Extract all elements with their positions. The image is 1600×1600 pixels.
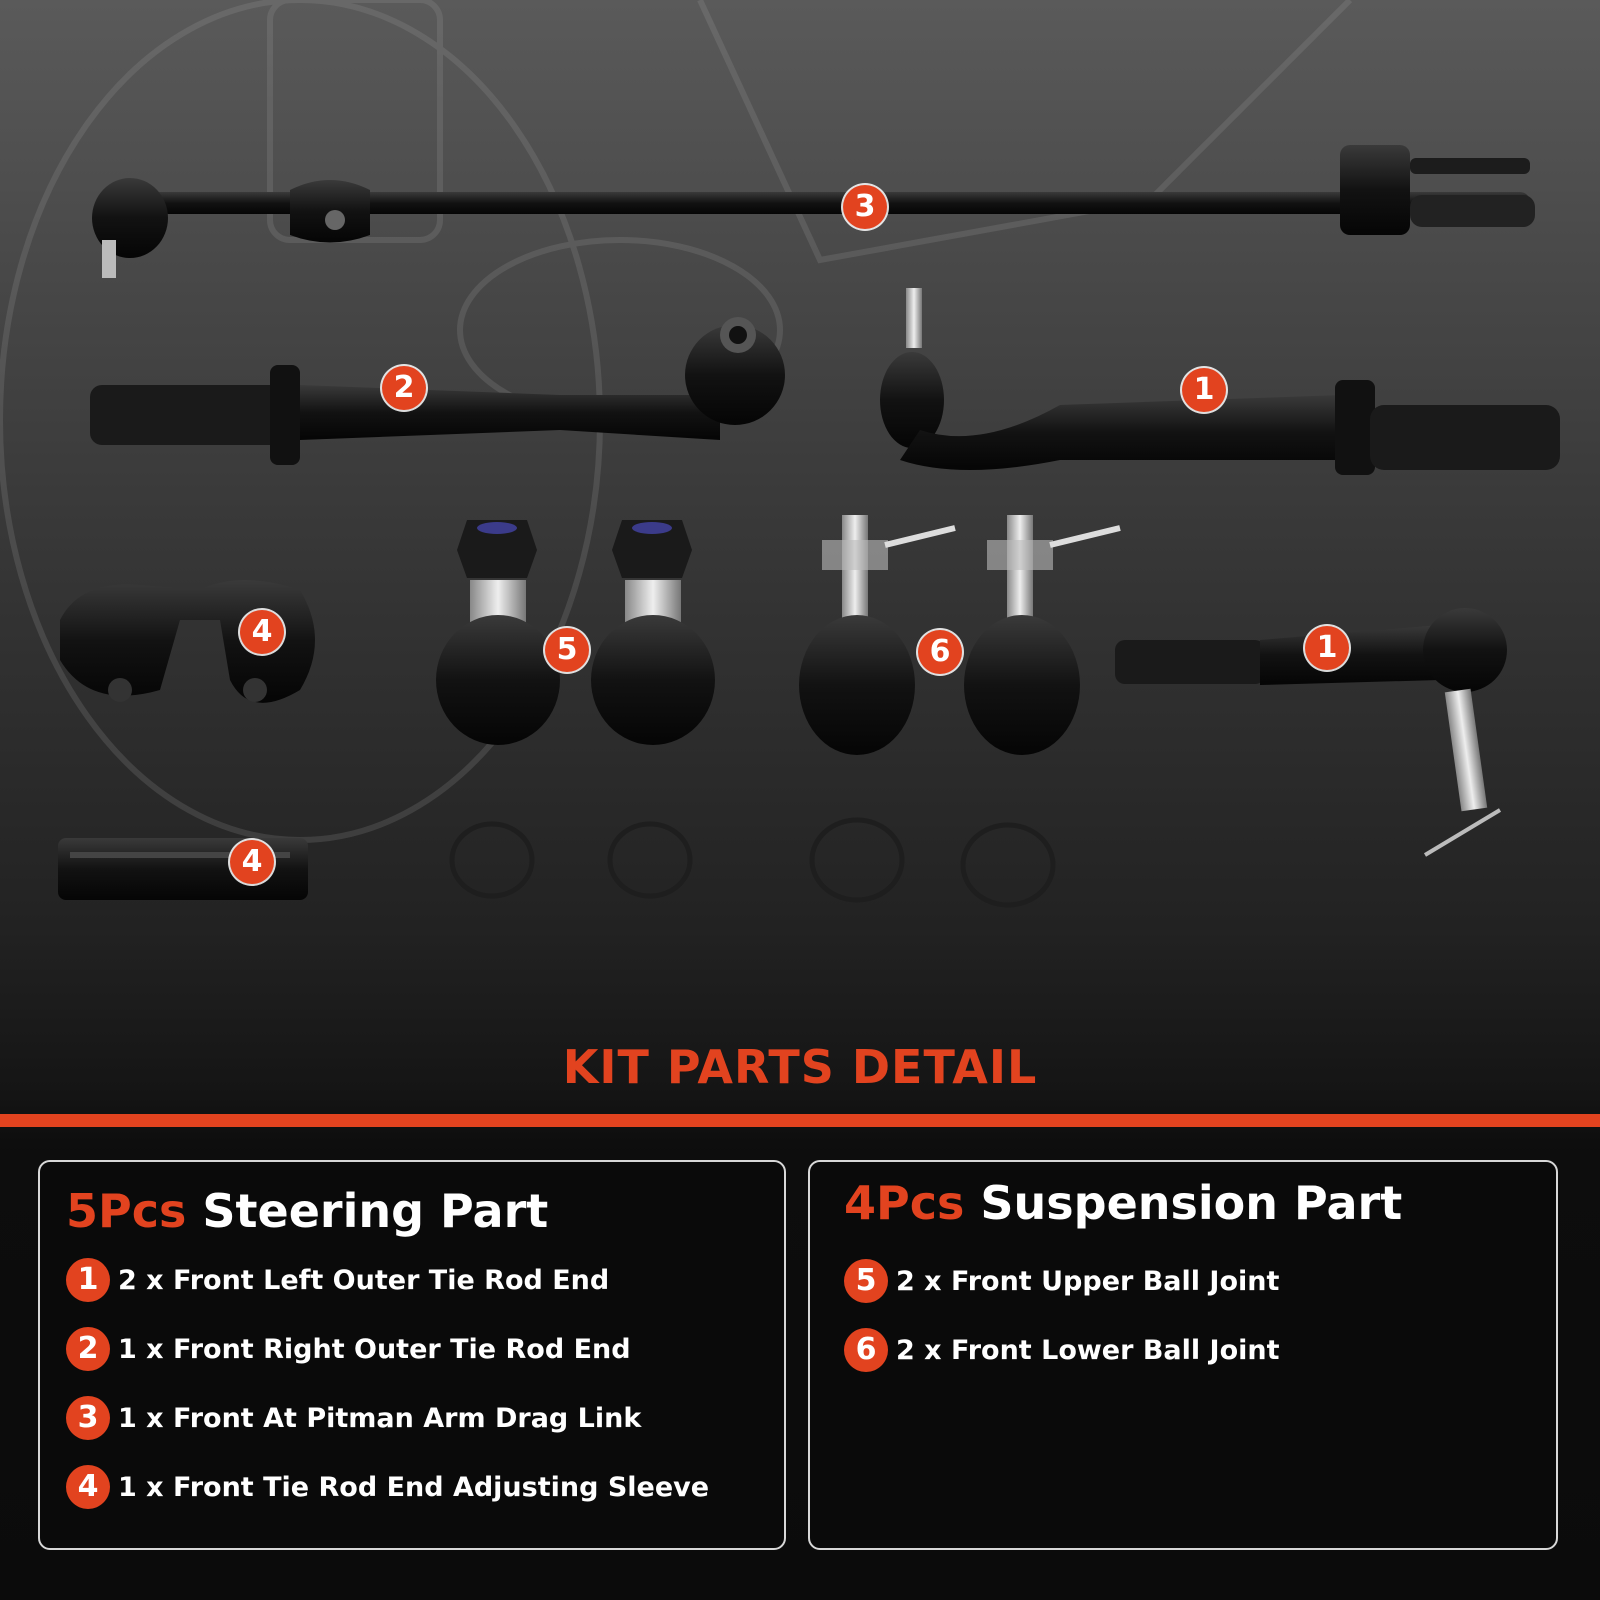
right-tie-rod-end-part xyxy=(90,317,785,465)
item-number-badge: 6 xyxy=(844,1328,888,1372)
lower-ball-joints-part xyxy=(799,515,1121,755)
item-label: 1 x Front Right Outer Tie Rod End xyxy=(118,1333,631,1365)
list-item: 4 1 x Front Tie Rod End Adjusting Sleeve xyxy=(66,1465,709,1509)
marker-sleeve-clamp: 4 xyxy=(240,610,284,654)
divider-bar xyxy=(0,1114,1600,1127)
item-label: 1 x Front Tie Rod End Adjusting Sleeve xyxy=(118,1471,710,1503)
item-number-badge: 5 xyxy=(844,1259,888,1303)
left-tie-rod-end-part xyxy=(880,288,1560,475)
steering-panel-heading: 5Pcs Steering Part xyxy=(66,1184,548,1238)
list-item: 5 2 x Front Upper Ball Joint xyxy=(844,1259,1279,1303)
snap-rings-part xyxy=(449,817,1056,908)
marker-drag-link: 3 xyxy=(843,185,887,229)
item-number-badge: 3 xyxy=(66,1396,110,1440)
suspension-part-panel: 4Pcs Suspension Part 5 2 x Front Upper B… xyxy=(808,1160,1558,1550)
steering-part-panel: 5Pcs Steering Part 1 2 x Front Left Oute… xyxy=(38,1160,786,1550)
marker-upper-ball-joint: 5 xyxy=(545,628,589,672)
item-number-badge: 1 xyxy=(66,1258,110,1302)
item-label: 1 x Front At Pitman Arm Drag Link xyxy=(118,1402,642,1434)
steering-title: Steering Part xyxy=(202,1184,549,1238)
suspension-count: 4Pcs xyxy=(844,1176,965,1230)
item-number-badge: 4 xyxy=(66,1465,110,1509)
list-item: 2 1 x Front Right Outer Tie Rod End xyxy=(66,1327,631,1371)
item-label: 2 x Front Left Outer Tie Rod End xyxy=(118,1264,610,1296)
kit-parts-detail-heading: KIT PARTS DETAIL xyxy=(562,1040,1038,1094)
list-item: 1 2 x Front Left Outer Tie Rod End xyxy=(66,1258,609,1302)
list-item: 6 2 x Front Lower Ball Joint xyxy=(844,1328,1280,1372)
parts-photo xyxy=(0,0,1560,908)
item-number-badge: 2 xyxy=(66,1327,110,1371)
marker-left-tie-rod-lower: 1 xyxy=(1305,626,1349,670)
item-label: 2 x Front Upper Ball Joint xyxy=(896,1265,1280,1297)
list-item: 3 1 x Front At Pitman Arm Drag Link xyxy=(66,1396,641,1440)
marker-lower-ball-joint: 6 xyxy=(918,630,962,674)
marker-left-tie-rod-upper: 1 xyxy=(1182,368,1226,412)
suspension-panel-heading: 4Pcs Suspension Part xyxy=(844,1176,1402,1230)
suspension-title: Suspension Part xyxy=(980,1176,1403,1230)
item-label: 2 x Front Lower Ball Joint xyxy=(896,1334,1280,1366)
steering-count: 5Pcs xyxy=(66,1184,187,1238)
upper-ball-joints-part xyxy=(436,520,715,745)
adjusting-sleeve-clamp-part xyxy=(60,580,315,703)
drag-link-part xyxy=(92,145,1535,278)
marker-right-tie-rod: 2 xyxy=(382,366,426,410)
left-tie-rod-end-part-2 xyxy=(1115,608,1507,857)
marker-sleeve: 4 xyxy=(230,840,274,884)
